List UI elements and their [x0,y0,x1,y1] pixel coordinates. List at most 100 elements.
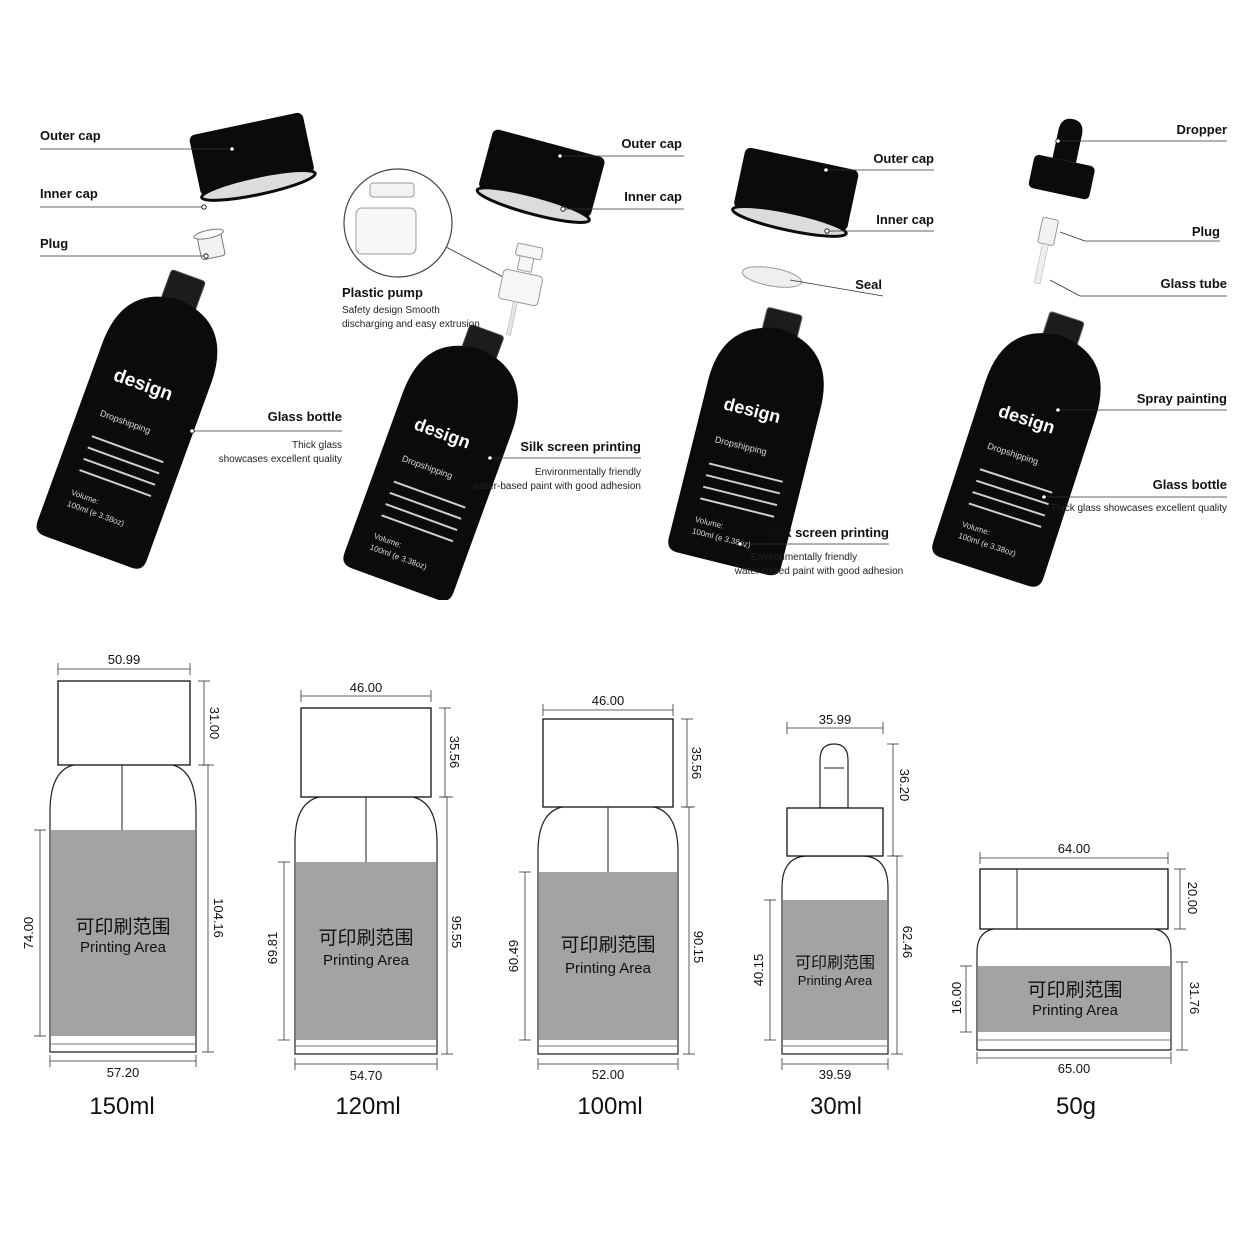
glass-bottle-4: design Dropshipping Volume: 100ml (e 3.3… [932,311,1101,587]
printing-area-cn: 可印刷范围 [560,934,655,956]
printing-area-cn: 可印刷范围 [318,927,413,949]
dimension-drawings: .o { fill:#ffffff; stroke:#222; stroke-w… [21,652,1202,1120]
drawing-120ml: 可印刷范围 Printing Area 46.00 35.56 95.55 69… [265,680,464,1120]
cap-30ml [786,807,884,857]
drawing-30ml: 可印刷范围 Printing Area 35.99 36.20 62.46 40… [751,712,915,1120]
cap-height-150ml: 31.00 [207,707,222,740]
outer-cap-1 [189,112,317,202]
dropper-bulb-30ml [819,743,849,809]
desc-silk-screen-2-line2: water-based paint with good adhesion [472,481,641,492]
dropper-4 [1028,118,1095,285]
label-outer-cap-2: Outer cap [621,136,682,151]
drawing-150ml: 可印刷范围 Printing Area 50.99 31.00 104.16 7… [21,652,226,1120]
body-height-150ml: 104.16 [211,898,226,938]
cap-height-120ml: 35.56 [447,736,462,769]
printing-area-30ml [783,900,887,1040]
label-outer-cap-1: Outer cap [40,128,101,143]
printing-area-cn: 可印刷范围 [75,916,170,938]
printing-area-en: Printing Area [565,960,652,977]
body-height-100ml: 90.15 [691,931,706,964]
label-plastic-pump: Plastic pump [342,285,423,300]
cap-width-150ml: 50.99 [108,652,141,667]
label-spray-painting: Spray painting [1136,391,1227,406]
pump-zoom [343,168,506,279]
size-label-100ml: 100ml [577,1093,642,1120]
cap-100ml [542,718,674,808]
print-height-150ml: 74.00 [21,917,36,950]
base-width-100ml: 52.00 [592,1067,625,1082]
outer-cap-2 [475,129,605,224]
drawing-100ml: 可印刷范围 Printing Area 46.00 35.56 90.15 60… [506,693,706,1120]
cap-width-50g: 64.00 [1058,841,1091,856]
label-inner-cap-3: Inner cap [876,212,934,227]
desc-glass-bottle-1-line2: showcases excellent quality [218,454,342,465]
size-label-120ml: 120ml [335,1093,400,1120]
label-glass-bottle-1: Glass bottle [267,409,342,424]
cap-width-120ml: 46.00 [350,680,383,695]
printing-area-100ml [539,872,677,1040]
cap-width-30ml: 35.99 [819,712,852,727]
cap-120ml [300,707,432,798]
label-inner-cap-2: Inner cap [624,189,682,204]
print-height-100ml: 60.49 [506,940,521,973]
seal-disc [741,266,803,288]
desc-silk-screen-2-line1: Environmentally friendly [534,467,641,478]
printing-area-en: Printing Area [323,952,410,969]
cap-height-50g: 20.00 [1185,882,1200,915]
label-plug-1: Plug [40,236,69,251]
desc-plastic-pump-line2: discharging and easy extrusion [342,319,480,330]
label-dropper: Dropper [1176,122,1227,137]
drawing-50g: 可印刷范围 Printing Area 64.00 20.00 31.76 16… [949,841,1202,1120]
printing-area-150ml [51,830,195,1036]
product-1-illustration: design Dropshipping Volume: 100ml (e 3.3… [36,112,317,569]
size-label-150ml: 150ml [89,1093,154,1120]
desc-silk-screen-3-line2: water-based paint with good adhesion [734,566,904,577]
print-height-120ml: 69.81 [265,932,280,965]
plug-1 [193,228,226,261]
glass-bottle-2: design Dropshipping Volume: 100ml (e 3.3… [343,324,518,600]
base-width-30ml: 39.59 [819,1067,852,1082]
label-glass-tube: Glass tube [1160,276,1227,291]
label-outer-cap-3: Outer cap [873,151,934,166]
printing-area-cn: 可印刷范围 [1027,979,1122,1001]
label-silk-screen-2: Silk screen printing [520,439,641,454]
cap-height-30ml: 36.20 [897,769,912,802]
printing-area-50g [978,966,1170,1032]
printing-area-en: Printing Area [798,973,873,988]
printing-area-cn: 可印刷范围 [795,954,875,972]
label-silk-screen-3: Silk screen printing [768,525,889,540]
label-plug-4: Plug [1191,224,1220,239]
product-3-illustration: design Dropshipping Volume: 100ml (e 3.3… [668,147,859,576]
base-width-120ml: 54.70 [350,1068,383,1083]
label-glass-bottle-4: Glass bottle [1152,477,1227,492]
product-4-illustration: design Dropshipping Volume: 100ml (e 3.3… [932,118,1101,587]
leader-lines [40,140,1227,545]
print-height-50g: 16.00 [949,982,964,1015]
glass-bottle-1: design Dropshipping Volume: 100ml (e 3.3… [36,269,218,569]
plastic-pump-2 [498,242,544,336]
cap-50g [979,868,1169,930]
product-2-illustration: design Dropshipping Volume: 100ml (e 3.3… [343,129,605,600]
desc-plastic-pump-line1: Safety design Smooth [342,305,440,316]
size-label-50g: 50g [1056,1093,1096,1120]
base-width-150ml: 57.20 [107,1065,140,1080]
base-width-50g: 65.00 [1058,1061,1091,1076]
size-label-30ml: 30ml [810,1093,862,1120]
label-inner-cap-1: Inner cap [40,186,98,201]
print-height-30ml: 40.15 [751,954,766,987]
label-seal: Seal [855,277,882,292]
body-height-50g: 31.76 [1187,982,1202,1015]
glass-bottle-3: design Dropshipping Volume: 100ml (e 3.3… [668,307,824,576]
printing-area-en: Printing Area [1032,1002,1119,1019]
body-height-120ml: 95.55 [449,916,464,949]
body-height-30ml: 62.46 [900,926,915,959]
cap-height-100ml: 35.56 [689,747,704,780]
desc-glass-bottle-1-line1: Thick glass [291,440,342,451]
cap-width-100ml: 46.00 [592,693,625,708]
cap-150ml [57,680,191,766]
printing-area-en: Printing Area [80,939,167,956]
desc-silk-screen-3-line1: Environmentally friendly [750,552,858,563]
leader-dots [189,138,1061,547]
printing-area-120ml [296,862,436,1040]
